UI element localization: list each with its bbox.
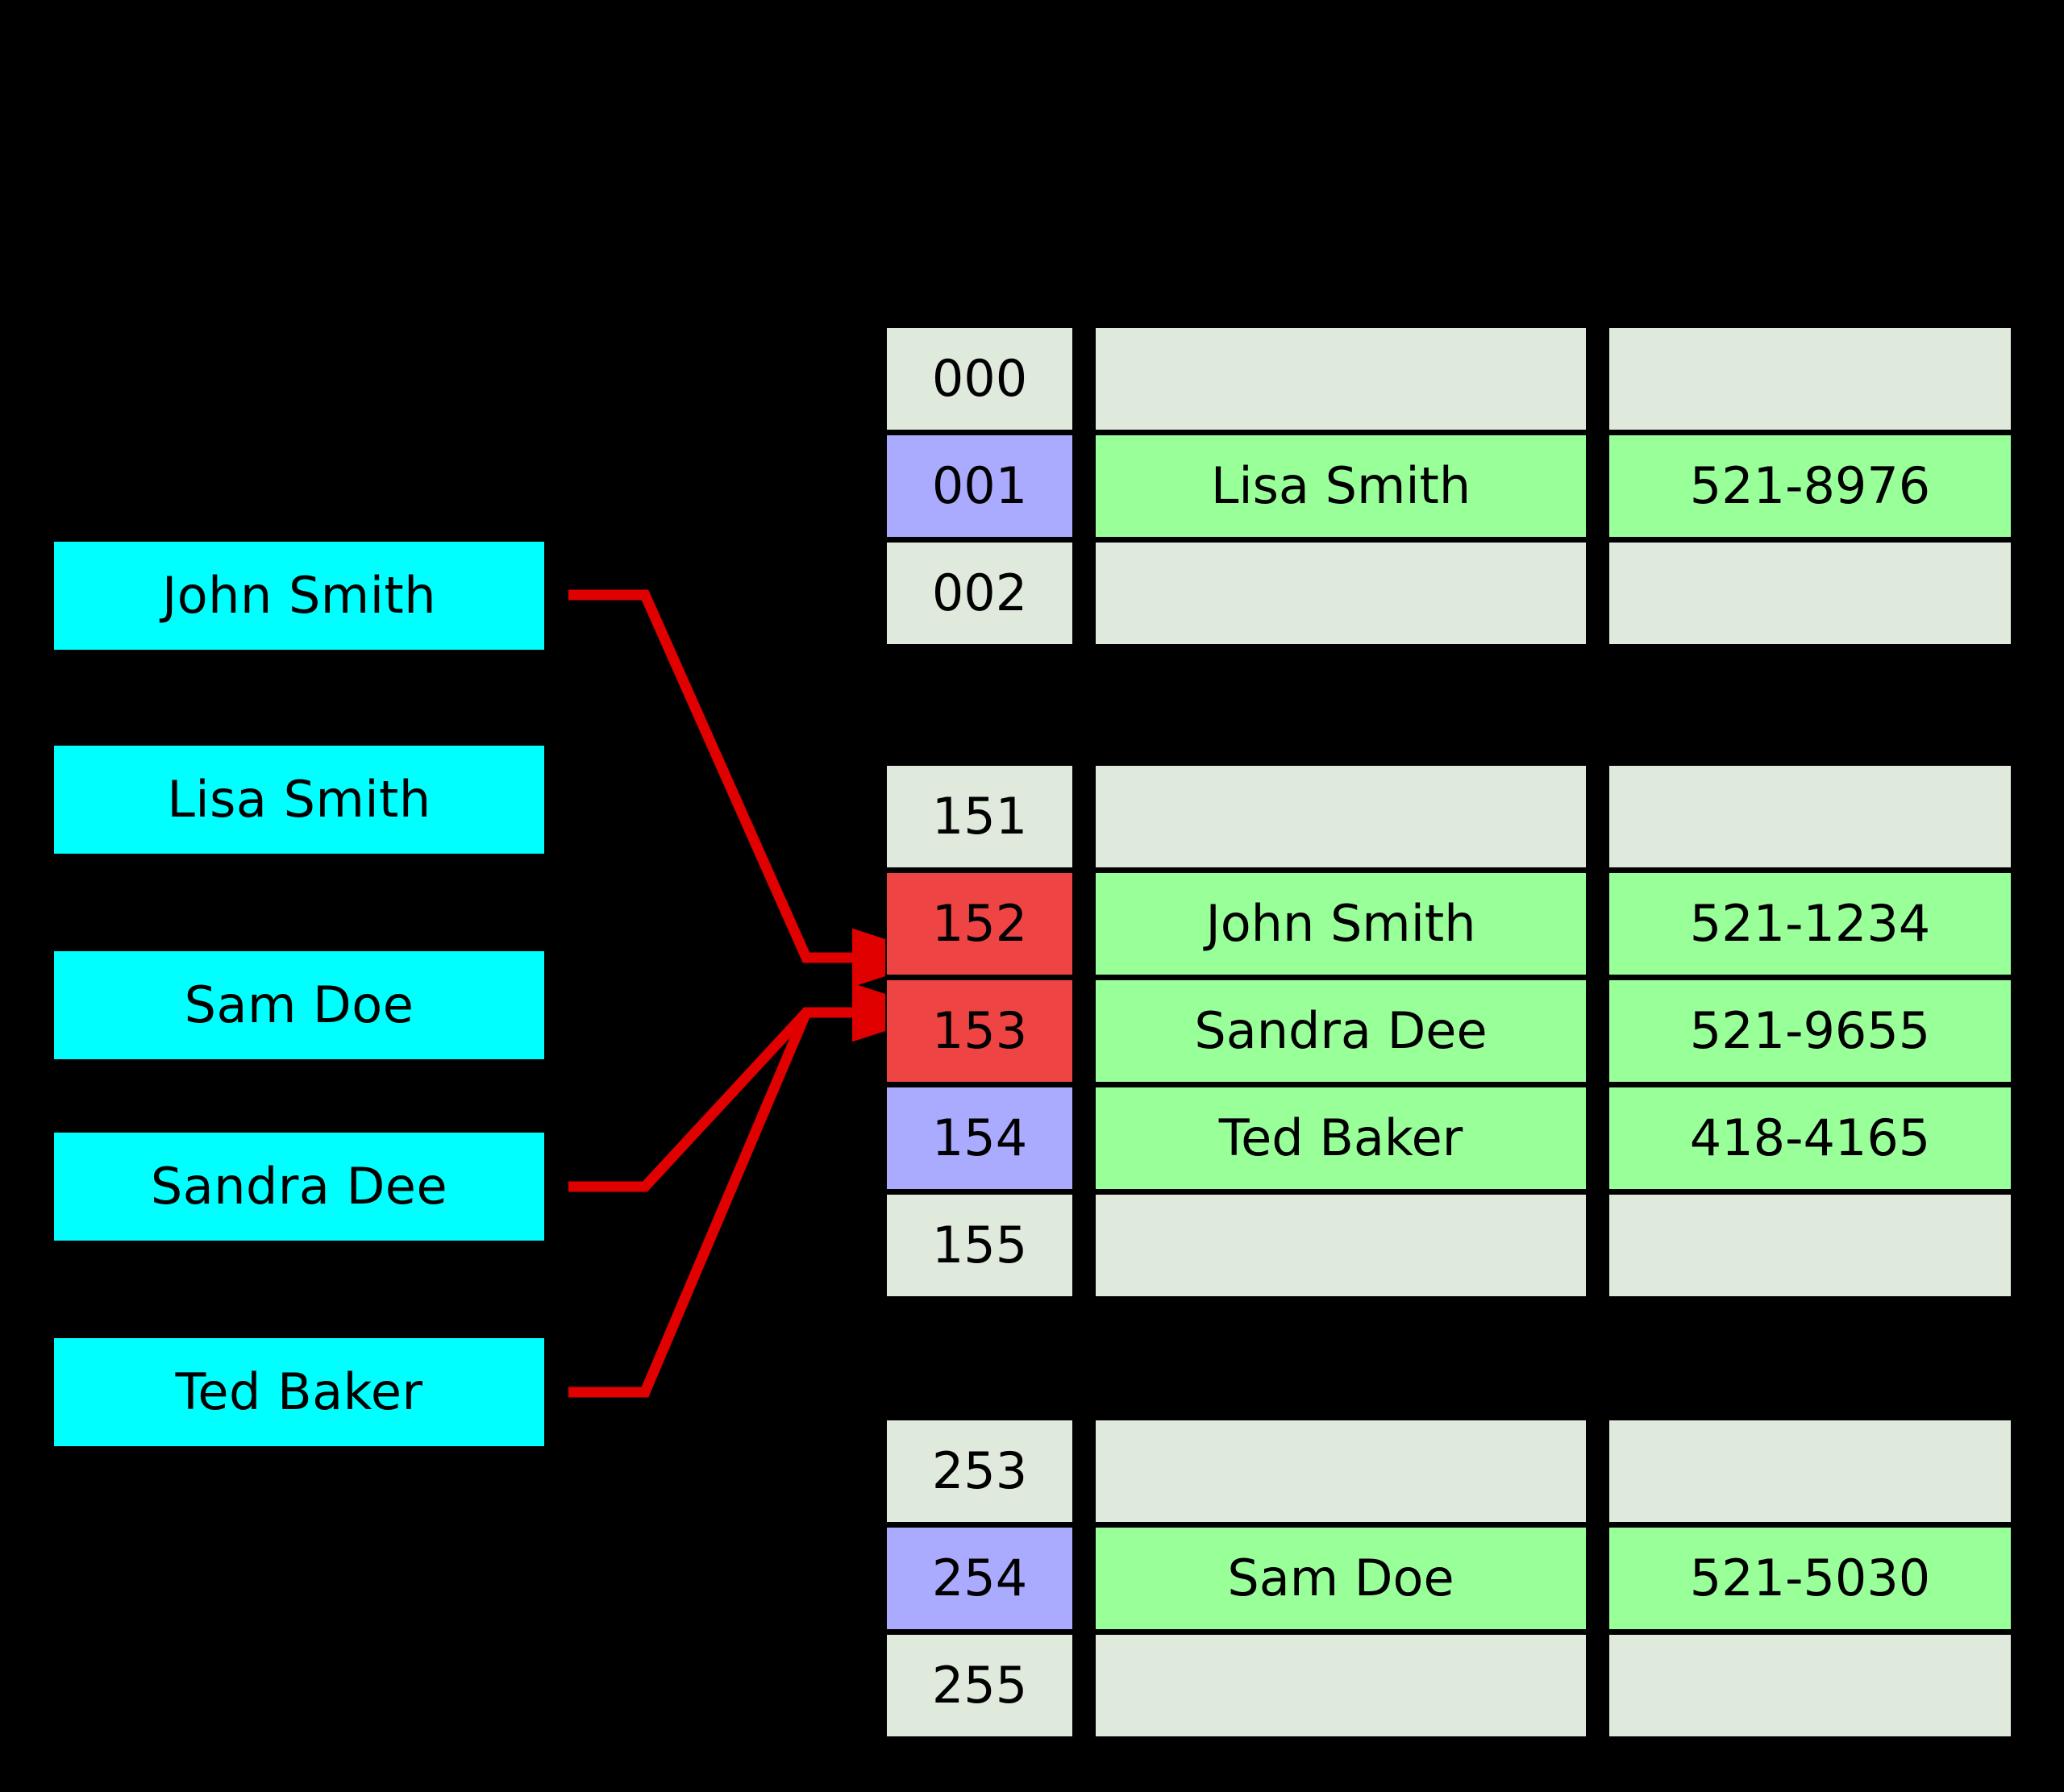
name-label: Sandra Dee	[1194, 1001, 1488, 1060]
phone-label: 418-4165	[1689, 1108, 1931, 1167]
table-row[interactable]: 001 Lisa Smith 521-8976	[885, 434, 2012, 538]
phone-cell[interactable]	[1608, 326, 2012, 431]
index-label: 255	[931, 1656, 1028, 1715]
phone-cell[interactable]: 521-9655	[1608, 979, 2012, 1083]
name-label: Sam Doe	[1227, 1549, 1454, 1607]
table-row[interactable]: 002	[885, 541, 2012, 646]
name-cell[interactable]	[1094, 541, 1588, 646]
index-cell[interactable]: 002	[885, 541, 1074, 646]
index-label: 152	[931, 894, 1028, 953]
index-label: 153	[931, 1001, 1028, 1060]
index-cell[interactable]: 154	[885, 1086, 1074, 1191]
index-cell[interactable]: 152	[885, 871, 1074, 976]
name-cell[interactable]: Lisa Smith	[1094, 434, 1588, 538]
table-row[interactable]: 000	[885, 326, 2012, 431]
index-label: 155	[931, 1216, 1028, 1274]
key-box-john-smith[interactable]: John Smith	[54, 542, 544, 650]
table-row[interactable]: 255	[885, 1633, 2012, 1738]
index-label: 254	[931, 1549, 1028, 1607]
table-row[interactable]: 153 Sandra Dee 521-9655	[885, 979, 2012, 1083]
phone-label: 521-9655	[1689, 1001, 1931, 1060]
arrow-john-smith-to-152	[568, 589, 943, 987]
table-row[interactable]: 152 John Smith 521-1234	[885, 871, 2012, 976]
phone-cell[interactable]	[1608, 764, 2012, 869]
name-label: John Smith	[1205, 894, 1476, 953]
phone-cell[interactable]: 418-4165	[1608, 1086, 2012, 1191]
index-cell[interactable]: 155	[885, 1193, 1074, 1298]
index-cell[interactable]: 001	[885, 434, 1074, 538]
index-label: 001	[931, 456, 1028, 515]
table-row[interactable]: 253	[885, 1419, 2012, 1524]
key-label: Lisa Smith	[167, 770, 431, 829]
phone-label: 521-5030	[1689, 1549, 1931, 1607]
phone-label: 521-8976	[1689, 456, 1931, 515]
table-row[interactable]: 154 Ted Baker 418-4165	[885, 1086, 2012, 1191]
key-box-sandra-dee[interactable]: Sandra Dee	[54, 1133, 544, 1241]
index-cell[interactable]: 000	[885, 326, 1074, 431]
key-box-sam-doe[interactable]: Sam Doe	[54, 951, 544, 1059]
name-cell[interactable]: Ted Baker	[1094, 1086, 1588, 1191]
name-label: Lisa Smith	[1210, 456, 1471, 515]
index-label: 151	[931, 787, 1028, 846]
key-label: Sandra Dee	[150, 1157, 448, 1216]
phone-cell[interactable]: 521-1234	[1608, 871, 2012, 976]
index-label: 253	[931, 1441, 1028, 1500]
key-box-lisa-smith[interactable]: Lisa Smith	[54, 746, 544, 854]
table-row[interactable]: 151	[885, 764, 2012, 869]
index-cell[interactable]: 255	[885, 1633, 1074, 1738]
phone-label: 521-1234	[1689, 894, 1931, 953]
arrow-sandra-dee-to-153	[568, 983, 943, 1192]
phone-cell[interactable]	[1608, 1633, 2012, 1738]
index-label: 154	[931, 1108, 1028, 1167]
name-cell[interactable]: John Smith	[1094, 871, 1588, 976]
key-box-ted-baker[interactable]: Ted Baker	[54, 1338, 544, 1446]
index-cell[interactable]: 153	[885, 979, 1074, 1083]
name-cell[interactable]	[1094, 326, 1588, 431]
index-label: 000	[931, 349, 1028, 408]
name-cell[interactable]	[1094, 1633, 1588, 1738]
name-cell[interactable]	[1094, 1193, 1588, 1298]
table-row[interactable]: 155	[885, 1193, 2012, 1298]
phone-cell[interactable]: 521-8976	[1608, 434, 2012, 538]
name-cell[interactable]: Sandra Dee	[1094, 979, 1588, 1083]
table-row[interactable]: 254 Sam Doe 521-5030	[885, 1526, 2012, 1631]
phone-cell[interactable]	[1608, 1419, 2012, 1524]
index-cell[interactable]: 253	[885, 1419, 1074, 1524]
name-cell[interactable]: Sam Doe	[1094, 1526, 1588, 1631]
key-label: Ted Baker	[175, 1362, 423, 1421]
index-cell[interactable]: 151	[885, 764, 1074, 869]
name-cell[interactable]	[1094, 1419, 1588, 1524]
index-label: 002	[931, 563, 1028, 622]
index-cell[interactable]: 254	[885, 1526, 1074, 1631]
phone-cell[interactable]: 521-5030	[1608, 1526, 2012, 1631]
key-label: Sam Doe	[184, 975, 414, 1034]
name-cell[interactable]	[1094, 764, 1588, 869]
arrow-ted-baker-to-153	[568, 1010, 811, 1398]
key-label: John Smith	[161, 566, 437, 625]
name-label: Ted Baker	[1218, 1108, 1463, 1167]
phone-cell[interactable]	[1608, 541, 2012, 646]
phone-cell[interactable]	[1608, 1193, 2012, 1298]
